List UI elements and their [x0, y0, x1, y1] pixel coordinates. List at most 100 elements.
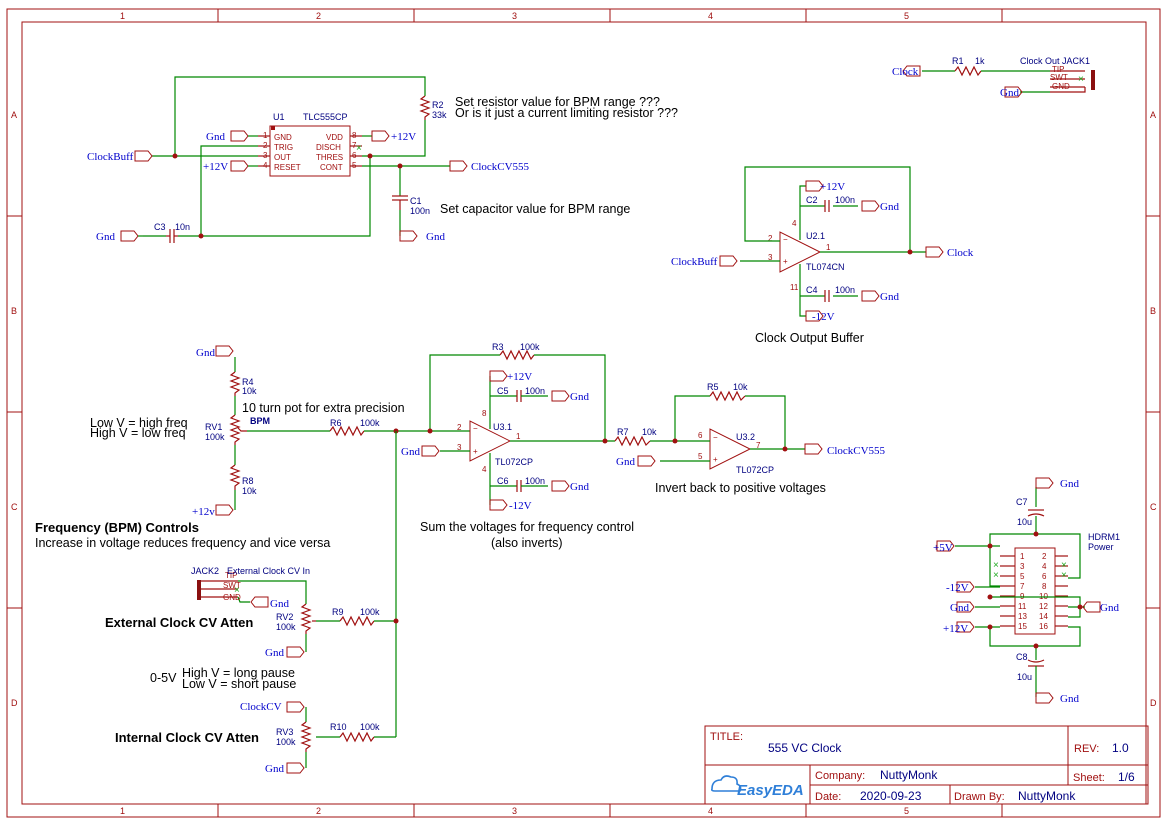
- r4-designator: R4: [242, 377, 254, 387]
- port-gnd-c6[interactable]: Gnd: [551, 480, 589, 493]
- company-value: NuttyMonk: [880, 768, 938, 782]
- r6-value: 100k: [360, 418, 380, 428]
- port-gnd-hdr-left[interactable]: Gnd: [950, 601, 975, 614]
- port-clockcv-rv3[interactable]: ClockCV: [240, 701, 305, 713]
- grid-row-c-right: C: [1150, 502, 1157, 512]
- port-gnd-c5[interactable]: Gnd: [551, 390, 589, 403]
- net-label-p12: +12V: [203, 161, 228, 173]
- u1-pin-out: OUT: [274, 153, 291, 162]
- u2-opamp[interactable]: − + U2.1 TL074CN 2 3 1 4 11: [768, 219, 845, 292]
- port-clock-u2[interactable]: Clock: [925, 246, 974, 259]
- net-label-p5: +5V: [933, 542, 953, 554]
- net-label-gnd: Gnd: [270, 598, 289, 610]
- port-12v-r8[interactable]: +12v: [192, 504, 234, 518]
- u2-value: TL074CN: [806, 262, 845, 272]
- hdrm1-power-header[interactable]: 1 3 5 7 9 11 13 15 2 4 6 8 10 12 14 16 H…: [1014, 532, 1120, 635]
- port-gnd-c2[interactable]: Gnd: [861, 200, 899, 213]
- r2-note-line2: Or is it just a current limiting resisto…: [455, 106, 678, 120]
- port-5v-hdr[interactable]: +5V: [933, 540, 955, 554]
- rv1-bpm-section: [229, 357, 470, 510]
- port-gnd-rv3[interactable]: Gnd: [265, 762, 305, 775]
- port-gnd-r4[interactable]: Gnd: [196, 345, 234, 359]
- port-12v-u1-reset[interactable]: +12V: [203, 160, 258, 173]
- net-label-gnd: Gnd: [1060, 478, 1079, 490]
- c6-value: 100n: [525, 476, 545, 486]
- net-label-p12: +12V: [391, 131, 416, 143]
- jack2-swt-label: SWT: [223, 581, 241, 590]
- port-12v-hdr[interactable]: +12V: [943, 621, 975, 635]
- net-label-m12: -12V: [812, 311, 835, 323]
- c3-capacitor[interactable]: C3 10n: [154, 222, 190, 243]
- net-label-gnd: Gnd: [1000, 87, 1019, 99]
- port-m12v-u3a[interactable]: -12V: [489, 499, 532, 512]
- rv2-potentiometer: [300, 603, 312, 634]
- port-gnd-rv2[interactable]: Gnd: [265, 646, 305, 659]
- rev-value: 1.0: [1112, 741, 1129, 755]
- u2-pinnum-1: 1: [826, 243, 831, 252]
- port-gnd-c8[interactable]: Gnd: [1035, 692, 1079, 705]
- port-clockcv555-u3b[interactable]: ClockCV555: [804, 443, 886, 457]
- r6-resistor: [329, 425, 365, 437]
- r10-resistor: [339, 731, 375, 743]
- c5-value: 100n: [525, 386, 545, 396]
- net-label-clockbuff: ClockBuff: [671, 256, 718, 268]
- r8-designator: R8: [242, 476, 254, 486]
- net-label-gnd: Gnd: [1060, 693, 1079, 705]
- jack1-swt-label: SWT: [1050, 73, 1068, 82]
- port-clockcv555-out[interactable]: ClockCV555: [449, 160, 530, 173]
- buffer-note: Clock Output Buffer: [755, 331, 864, 345]
- net-label-gnd: Gnd: [570, 481, 589, 493]
- port-gnd-u3b[interactable]: Gnd: [616, 455, 656, 468]
- r2-designator: R2: [432, 100, 444, 110]
- jack1-tip-label: TIP: [1052, 65, 1064, 74]
- rv3-designator: RV3: [276, 727, 293, 737]
- port-gnd-c3[interactable]: Gnd: [96, 230, 143, 243]
- inner-frame: [21, 21, 1147, 805]
- rv3-potentiometer: [300, 721, 312, 752]
- logo-text: EasyEDA: [737, 782, 804, 799]
- u2-wiring: [740, 166, 926, 317]
- u1-555-timer[interactable]: GND TRIG OUT RESET VDD DISCH THRES CONT …: [258, 112, 362, 177]
- port-clockbuff-555[interactable]: ClockBuff: [87, 150, 153, 163]
- r7-designator: R7: [617, 427, 629, 437]
- port-gnd-c1[interactable]: Gnd: [399, 230, 445, 243]
- r2-resistor[interactable]: R2 33k: [419, 95, 447, 120]
- port-m12v-u2[interactable]: -12V: [805, 310, 835, 323]
- rv1-designator: RV1: [205, 422, 222, 432]
- r1-resistor: [954, 65, 982, 77]
- u3b-opamp[interactable]: − + U3.2 TL072CP 6 5 7: [698, 428, 774, 475]
- u1-pin-gnd: GND: [274, 133, 292, 142]
- u2-pinnum-2: 2: [768, 234, 773, 243]
- hdr-pin-2: 2: [1042, 552, 1047, 561]
- hdr-pin-7: 7: [1020, 582, 1025, 591]
- freq-controls-sub: Increase in voltage reduces frequency an…: [35, 536, 330, 550]
- c8-designator: C8: [1016, 652, 1028, 662]
- port-12v-u3a[interactable]: +12V: [489, 370, 532, 383]
- r5-value: 10k: [733, 382, 748, 392]
- minus-sign: −: [713, 433, 718, 442]
- net-label-gnd: Gnd: [1100, 602, 1119, 614]
- port-gnd-jack2[interactable]: Gnd: [250, 596, 289, 610]
- hdr-wiring: [955, 487, 1085, 697]
- u3a-opamp[interactable]: − + U3.1 TL072CP 2 3 1 8 4: [457, 409, 533, 474]
- ext-atten-label: External Clock CV Atten: [105, 615, 253, 630]
- grid-row-d: D: [11, 698, 18, 708]
- c1-capacitor[interactable]: C1 100n: [392, 195, 430, 216]
- u2-pinnum-4: 4: [792, 219, 797, 228]
- port-gnd-hdr-right[interactable]: Gnd: [1082, 601, 1119, 614]
- port-gnd-u3a[interactable]: Gnd: [401, 445, 440, 458]
- port-gnd-u1[interactable]: Gnd: [206, 130, 258, 143]
- port-clockbuff-u2[interactable]: ClockBuff: [671, 255, 738, 268]
- r8-value: 10k: [242, 486, 257, 496]
- port-gnd-c7[interactable]: Gnd: [1035, 477, 1079, 490]
- r5-designator: R5: [707, 382, 719, 392]
- net-label-gnd: Gnd: [265, 647, 284, 659]
- net-label-clock: Clock: [892, 66, 919, 78]
- port-gnd-c4[interactable]: Gnd: [861, 290, 899, 303]
- port-12v-u1-vdd[interactable]: +12V: [362, 130, 416, 143]
- port-12v-u2[interactable]: +12V: [805, 180, 845, 193]
- port-m12v-hdr[interactable]: -12V: [946, 581, 975, 594]
- u3b-value: TL072CP: [736, 465, 774, 475]
- port-gnd-jack1[interactable]: Gnd: [1000, 86, 1023, 99]
- port-clock-jack1[interactable]: Clock: [892, 65, 921, 78]
